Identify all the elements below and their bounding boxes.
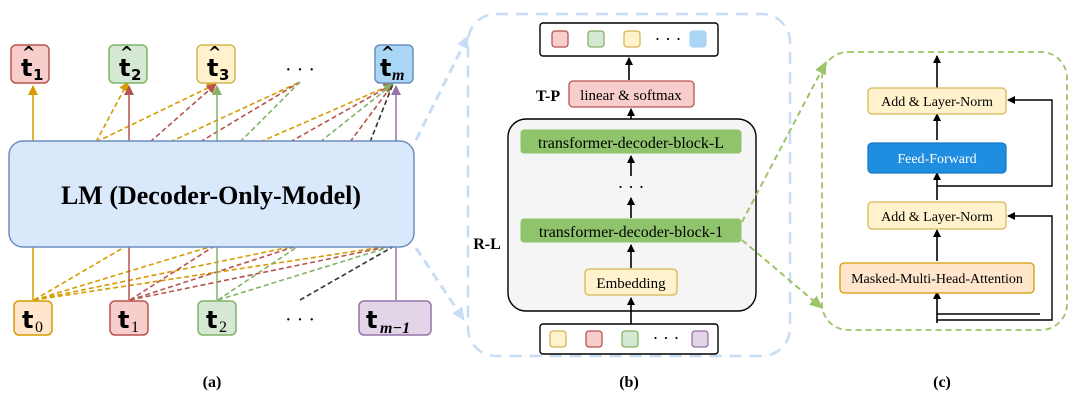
output-token-3: t ^ 3 [196,43,236,84]
input-token-base: t [22,306,33,334]
decoder-block-bottom [520,218,742,243]
input-token-sub: 2 [219,319,227,336]
block-vdots: · · · [618,177,645,197]
decoder-block-top [520,129,742,154]
decoder-block-bottom-label: transformer-decoder-block-1 [539,224,723,241]
input-token-m-minus-1: t m−1 [358,300,432,337]
decoder-block-top-label: transformer-decoder-block-L [538,135,724,152]
input-ellipsis: · · · [285,309,315,331]
rl-container [507,118,757,312]
output-token-1: t ^ 1 [10,43,50,84]
output-row-cell [551,30,569,48]
output-token-base: t [207,54,218,82]
output-token-sub: 2 [131,66,141,84]
softmax-label: linear & softmax [580,88,682,104]
output-token-2: t ^ 2 [108,43,148,84]
softmax-box [568,80,695,108]
lm-box [8,140,415,248]
caption-a: (a) [203,374,222,391]
tp-label: T-P [536,88,561,105]
embedding-box [584,268,678,296]
input-token-sub: 1 [131,319,139,336]
input-token-base: t [206,306,217,334]
output-token-hat: ^ [120,43,133,62]
attention-label: Masked-Multi-Head-Attention [851,272,1023,287]
panel-a: LM (Decoder-Only-Model) t ^ 1 t ^ 2 t ^ … [8,43,432,391]
panel-b: · · · T-P linear & softmax R-L transform… [466,12,792,391]
input-token-2: t 2 [197,300,237,336]
output-token-sub: 1 [33,66,43,84]
output-row-cell [587,30,605,48]
feed-forward-box [867,142,1007,174]
output-ellipsis: · · · [285,59,315,81]
input-token-base: t [118,306,129,334]
lm-label: LM (Decoder-Only-Model) [61,181,361,210]
input-token-1: t 1 [109,300,149,336]
attention-dashed-lines [33,81,397,301]
add-norm-top-box [867,87,1007,115]
caption-c: (c) [933,374,951,391]
output-token-base: t [119,54,130,82]
output-token-m: t ^ m [374,43,414,84]
input-row-ellipsis: · · · [653,328,680,348]
panel-c: Add & Layer-Norm Feed-Forward Add & Laye… [821,51,1068,391]
output-token-sub: 3 [219,66,229,84]
output-row-cell [623,30,641,48]
add-norm-top-label: Add & Layer-Norm [881,95,993,110]
rl-label: R-L [473,236,501,253]
input-token-sub: m−1 [380,320,410,337]
input-row-cell [549,330,567,348]
output-row-cell [689,30,707,48]
output-token-sub: m [392,67,404,84]
input-row-cell [621,330,639,348]
input-row-cell [585,330,603,348]
caption-b: (b) [619,374,639,391]
add-norm-bottom-box [867,201,1007,230]
output-token-base: t [380,54,391,82]
output-token-base: t [21,54,32,82]
connector-b-to-c [741,61,827,309]
output-arrows [28,85,401,142]
add-norm-bottom-label: Add & Layer-Norm [881,210,993,225]
input-row-cell [691,330,709,348]
attention-box [839,262,1035,294]
output-token-hat: ^ [381,43,394,62]
input-token-sub: 0 [35,319,43,336]
feed-forward-label: Feed-Forward [897,152,976,167]
input-lines [32,245,397,300]
input-token-base: t [366,306,377,334]
input-token-0: t 0 [13,300,53,336]
output-token-hat: ^ [208,43,221,62]
output-row-ellipsis: · · · [655,29,682,49]
connector-a-to-b [414,35,470,321]
output-token-hat: ^ [22,43,35,62]
embedding-label: Embedding [596,276,666,292]
residual-connections [937,96,1053,321]
